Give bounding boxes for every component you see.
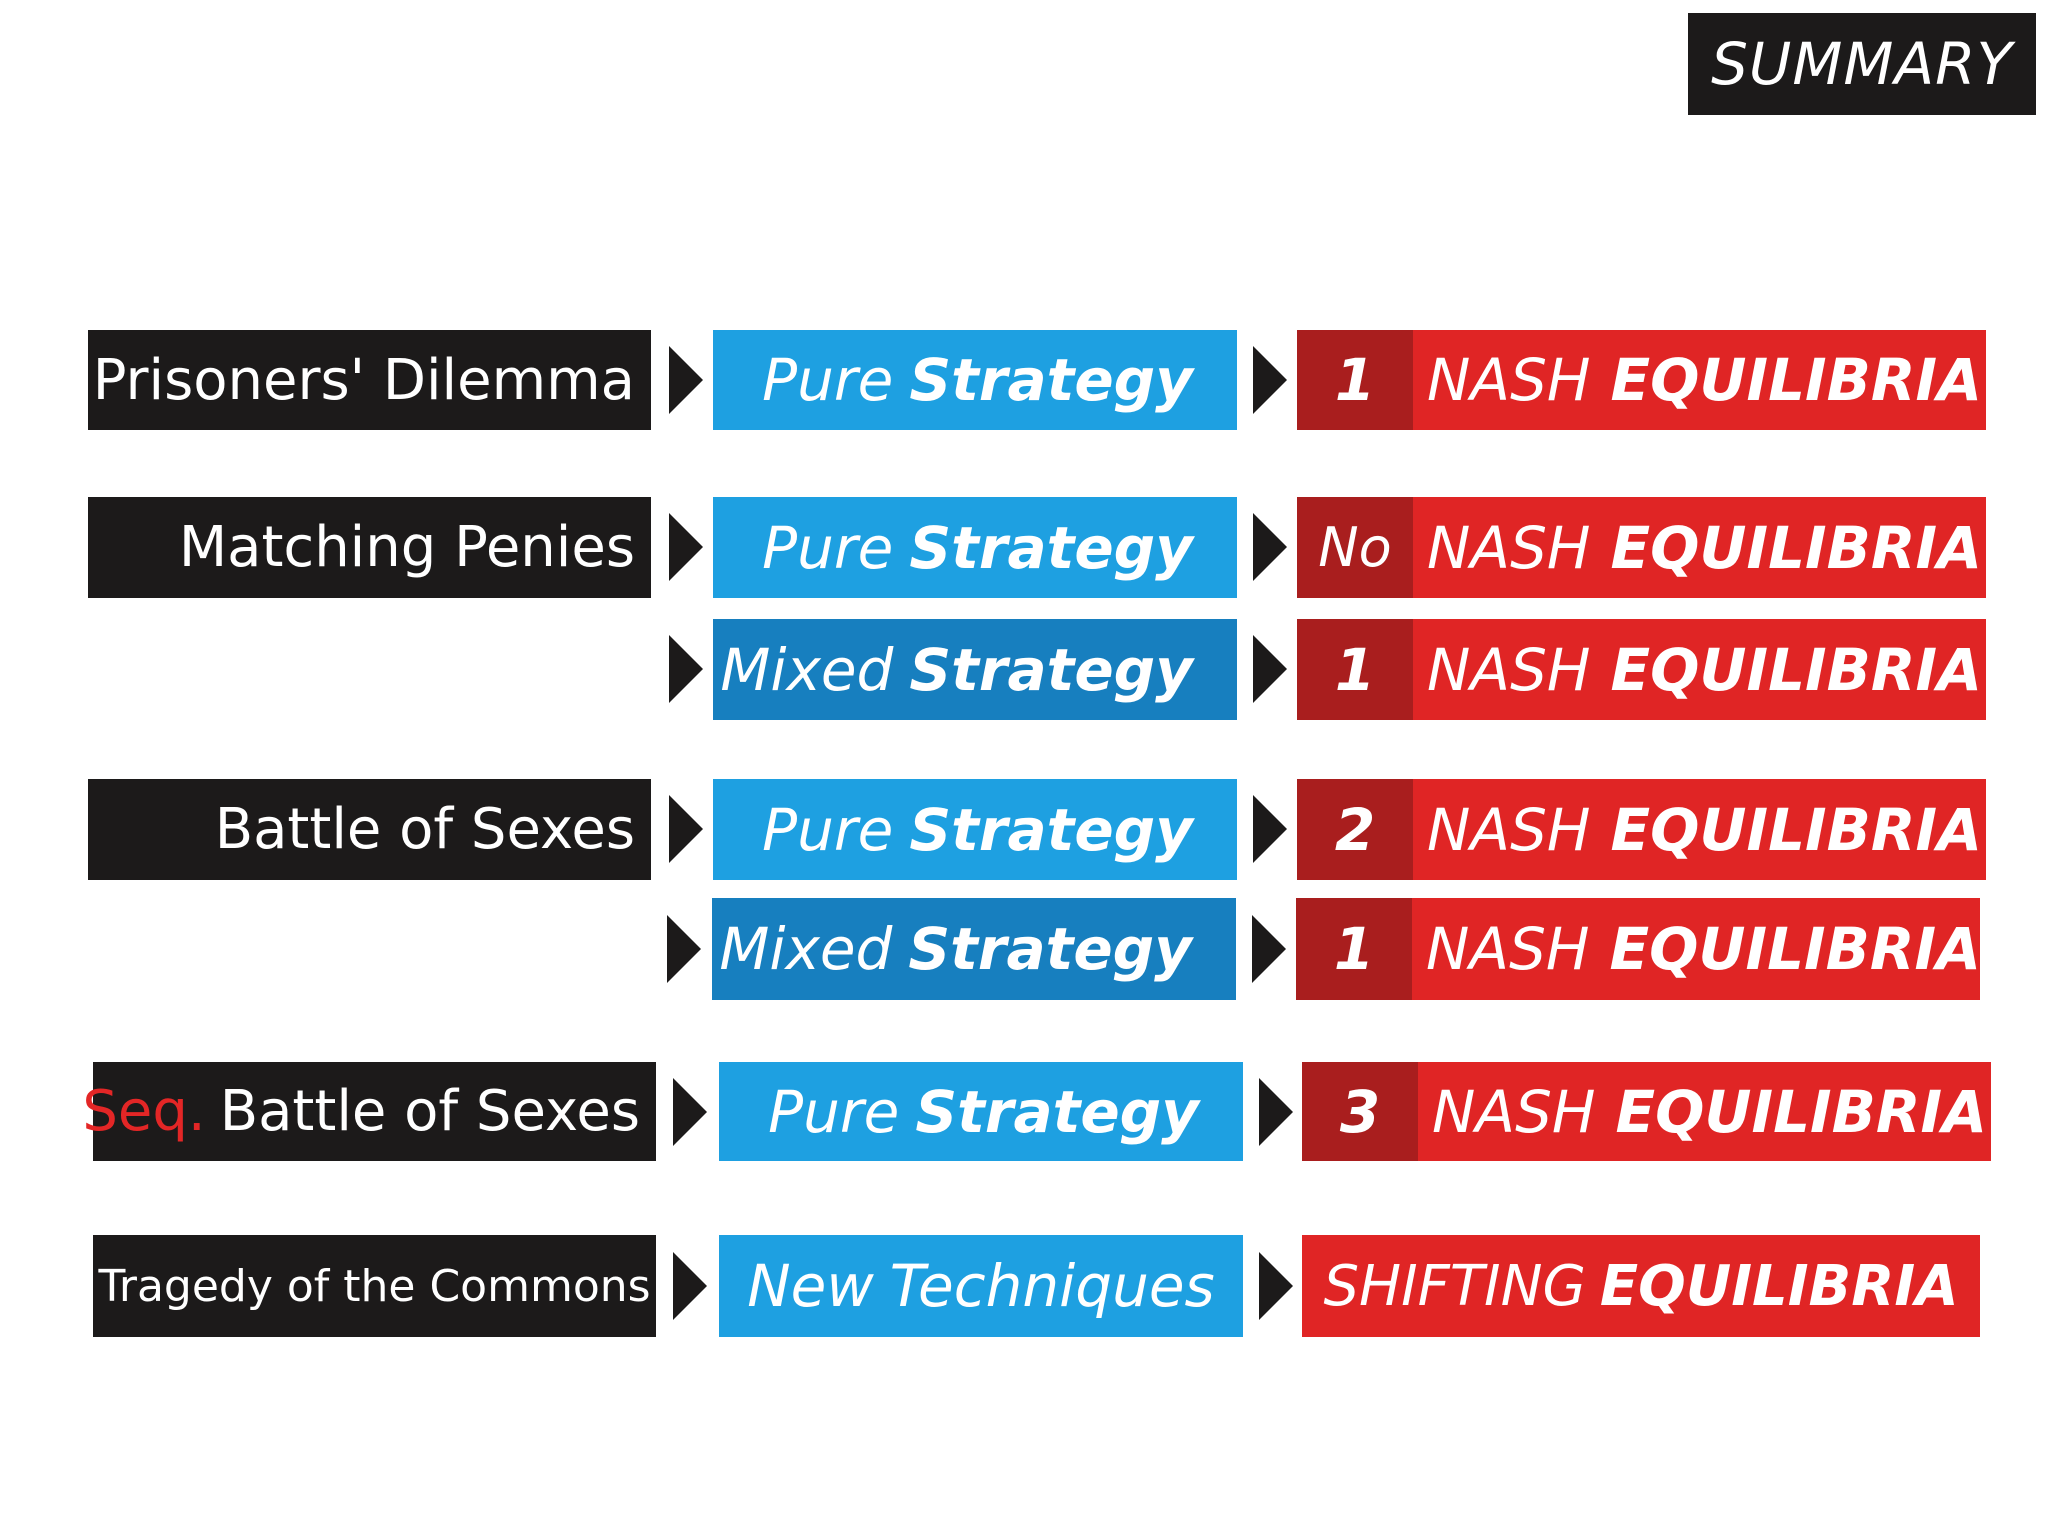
arrow-icon [1252, 915, 1286, 983]
arrow-icon [1259, 1078, 1293, 1146]
equilibria-suffix: EQUILIBRIA [1610, 635, 1982, 704]
nash-equilibria-result: No NASH EQUILIBRIA [1297, 497, 1986, 598]
equilibria-word: NASH [1427, 513, 1591, 582]
arrow-icon [669, 513, 703, 581]
arrow-icon [1253, 635, 1287, 703]
strategy-word: Pure [762, 513, 894, 582]
strategy-suffix: Strategy [908, 915, 1192, 983]
nash-equilibria-result: 1 NASH EQUILIBRIA [1297, 330, 1986, 430]
game-prisoners-dilemma: Prisoners' Dilemma [88, 330, 651, 430]
summary-title: SUMMARY [1688, 13, 2036, 115]
nash-equilibria-result: 3 NASH EQUILIBRIA [1302, 1062, 1991, 1161]
equilibria-word: NASH [1427, 346, 1591, 414]
equilibria-count: No [1297, 497, 1413, 598]
strategy-suffix: Strategy [909, 635, 1193, 704]
arrow-icon [1259, 1252, 1293, 1320]
equilibria-suffix: EQUILIBRIA [1609, 915, 1981, 983]
game-label: Battle of Sexes [214, 797, 635, 862]
equilibria-suffix: EQUILIBRIA [1610, 346, 1982, 414]
arrow-icon [667, 915, 701, 983]
arrow-icon [669, 635, 703, 703]
game-label: Battle of Sexes [219, 1079, 640, 1144]
game-label: Tragedy of the Commons [98, 1260, 651, 1312]
seq-prefix: Seq. [82, 1079, 206, 1144]
arrow-icon [1253, 795, 1287, 863]
game-label: Prisoners' Dilemma [92, 347, 635, 413]
strategy-word: Pure [762, 346, 894, 414]
equilibria-suffix: EQUILIBRIA [1599, 1253, 1959, 1319]
game-label: Matching Penies [178, 515, 635, 580]
game-matching-penies: Matching Penies [88, 497, 651, 598]
equilibria-count: 1 [1297, 330, 1413, 430]
game-battle-of-sexes: Battle of Sexes [88, 779, 651, 880]
equilibria-suffix: EQUILIBRIA [1610, 513, 1982, 582]
arrow-icon [673, 1078, 707, 1146]
strategy-word: Mixed [719, 915, 893, 983]
strategy-suffix: Strategy [909, 513, 1193, 582]
equilibria-word: NASH [1426, 915, 1590, 983]
equilibria-word: NASH [1432, 1077, 1596, 1146]
equilibria-suffix: EQUILIBRIA [1615, 1077, 1987, 1146]
strategy-word: Pure [762, 795, 894, 864]
game-tragedy-of-the-commons: Tragedy of the Commons [93, 1235, 656, 1337]
equilibria-word: SHIFTING [1323, 1253, 1586, 1319]
equilibria-count: 2 [1297, 779, 1413, 880]
equilibria-word: NASH [1427, 635, 1591, 704]
strategy-suffix: Strategy [909, 795, 1193, 864]
strategy-word: Pure [768, 1077, 900, 1146]
arrow-icon [1253, 513, 1287, 581]
strategy-suffix: Techniques [889, 1252, 1215, 1320]
arrow-icon [1253, 346, 1287, 414]
equilibria-suffix: EQUILIBRIA [1610, 795, 1982, 864]
strategy-suffix: Strategy [909, 346, 1193, 414]
equilibria-count: 1 [1297, 619, 1413, 720]
arrow-icon [669, 795, 703, 863]
equilibria-count: 1 [1296, 898, 1412, 1000]
arrow-icon [673, 1252, 707, 1320]
strategy-word: New [747, 1252, 874, 1320]
arrow-icon [669, 346, 703, 414]
strategy-suffix: Strategy [915, 1077, 1199, 1146]
equilibria-word: NASH [1427, 795, 1591, 864]
nash-equilibria-result: 2 NASH EQUILIBRIA [1297, 779, 1986, 880]
nash-equilibria-result: 1 NASH EQUILIBRIA [1297, 619, 1986, 720]
equilibria-count: 3 [1302, 1062, 1418, 1161]
nash-equilibria-result: 1 NASH EQUILIBRIA [1296, 898, 1981, 1000]
game-seq-battle-of-sexes: Seq.Battle of Sexes [82, 1062, 656, 1161]
strategy-word: Mixed [720, 635, 894, 704]
